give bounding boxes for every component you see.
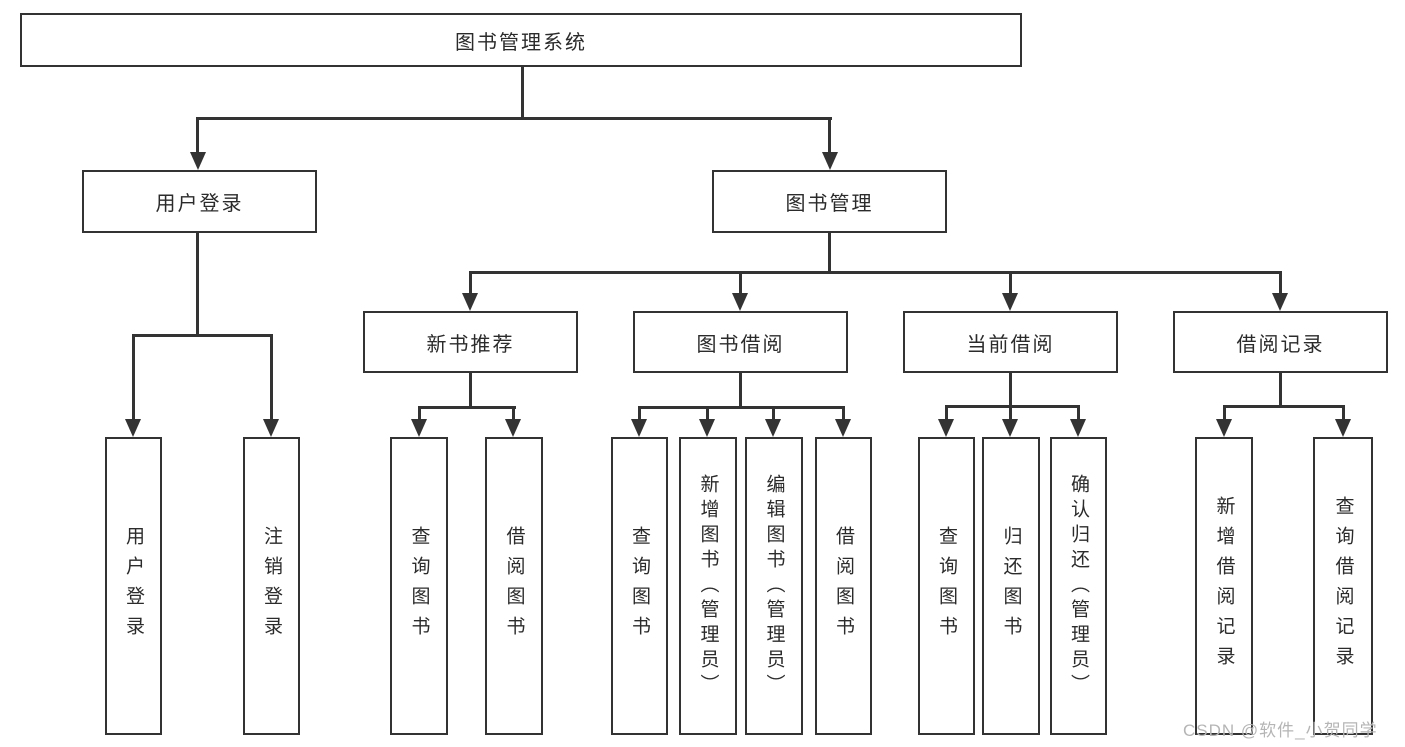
- leaf-borrow-books-borrow: 借阅图书: [815, 437, 872, 735]
- connector-book-borrow-bus: [638, 406, 845, 409]
- connector-stub-leaf: [512, 406, 515, 420]
- arrow-down-icon: [938, 419, 954, 437]
- connector-root-trunk: [521, 66, 524, 118]
- leaf-query-books-borrow: 查询图书: [611, 437, 668, 735]
- leaf-query-books-borrow-label: 查询图书: [629, 526, 650, 646]
- watermark: CSDN @软件_小贺同学: [1183, 721, 1378, 740]
- connector-current-borrow-bus: [945, 405, 1080, 408]
- node-root: 图书管理系统: [20, 13, 1022, 67]
- connector-current-borrow-trunk: [1009, 373, 1012, 407]
- connector-stub-borrow-records: [1279, 271, 1282, 295]
- arrow-down-icon: [822, 152, 838, 170]
- node-current-borrow-label: 当前借阅: [966, 333, 1055, 356]
- arrow-down-icon: [1070, 419, 1086, 437]
- connector-stub-leaf: [945, 405, 948, 420]
- node-book-borrow: 图书借阅: [633, 311, 848, 373]
- leaf-edit-book-admin: 编辑图书（管理员）: [745, 437, 803, 735]
- leaf-query-books-current-label: 查询图书: [936, 526, 957, 646]
- connector-borrow-records-bus: [1223, 405, 1345, 408]
- leaf-edit-book-admin-label: 编辑图书（管理员）: [763, 473, 785, 699]
- leaf-logout-login-label: 注销登录: [261, 526, 282, 646]
- arrow-down-icon: [1335, 419, 1351, 437]
- arrow-down-icon: [411, 419, 427, 437]
- connector-book-management-trunk: [828, 233, 831, 273]
- arrow-down-icon: [462, 293, 478, 311]
- connector-new-book-bus: [418, 406, 516, 409]
- arrow-down-icon: [732, 293, 748, 311]
- leaf-return-books-label: 归还图书: [1000, 526, 1022, 646]
- arrow-down-icon: [1002, 419, 1018, 437]
- connector-level3-bus: [469, 271, 1282, 274]
- arrow-down-icon: [1002, 293, 1018, 311]
- leaf-logout-login: 注销登录: [243, 437, 300, 735]
- leaf-add-book-admin: 新增图书（管理员）: [679, 437, 737, 735]
- node-user-login-label: 用户登录: [155, 193, 244, 215]
- connector-stub-leaf: [1223, 405, 1226, 420]
- arrow-down-icon: [505, 419, 521, 437]
- node-book-management-label: 图书管理: [785, 193, 874, 215]
- connector-stub-leaf: [1009, 405, 1012, 420]
- node-book-management: 图书管理: [712, 170, 947, 233]
- connector-stub-leaf: [270, 334, 273, 419]
- connector-level2-bus: [196, 117, 832, 120]
- connector-borrow-records-trunk: [1279, 373, 1282, 407]
- connector-stub-leaf: [772, 406, 775, 420]
- leaf-query-books-newbook: 查询图书: [390, 437, 448, 735]
- node-current-borrow: 当前借阅: [903, 311, 1118, 373]
- connector-stub-current-borrow: [1009, 271, 1012, 295]
- node-borrow-records: 借阅记录: [1173, 311, 1388, 373]
- connector-stub-leaf: [638, 406, 641, 420]
- arrow-down-icon: [765, 419, 781, 437]
- connector-user-login-trunk: [196, 233, 199, 335]
- leaf-borrow-books-newbook-label: 借阅图书: [503, 526, 525, 646]
- node-user-login: 用户登录: [82, 170, 317, 233]
- connector-stub-leaf: [418, 406, 421, 420]
- arrow-down-icon: [699, 419, 715, 437]
- arrow-down-icon: [1216, 419, 1232, 437]
- leaf-confirm-return-admin: 确认归还（管理员）: [1050, 437, 1107, 735]
- arrow-down-icon: [263, 419, 279, 437]
- connector-stub-leaf: [1342, 405, 1345, 420]
- leaf-add-book-admin-label: 新增图书（管理员）: [697, 473, 719, 699]
- connector-user-login-bus: [132, 334, 273, 337]
- connector-stub-book-borrow: [739, 271, 742, 295]
- leaf-return-books: 归还图书: [982, 437, 1040, 735]
- node-borrow-records-label: 借阅记录: [1236, 333, 1325, 356]
- leaf-user-login-label: 用户登录: [123, 526, 144, 646]
- connector-stub-leaf: [706, 406, 709, 420]
- leaf-confirm-return-admin-label: 确认归还（管理员）: [1068, 473, 1089, 699]
- connector-book-borrow-trunk: [739, 373, 742, 408]
- connector-stub-book-management: [828, 117, 831, 153]
- arrow-down-icon: [1272, 293, 1288, 311]
- connector-new-book-trunk: [469, 373, 472, 408]
- leaf-query-borrow-record-label: 查询借阅记录: [1332, 496, 1354, 676]
- connector-stub-leaf: [132, 334, 135, 419]
- leaf-add-borrow-record: 新增借阅记录: [1195, 437, 1253, 735]
- leaf-borrow-books-newbook: 借阅图书: [485, 437, 543, 735]
- leaf-user-login: 用户登录: [105, 437, 162, 735]
- node-root-label: 图书管理系统: [455, 31, 587, 54]
- arrow-down-icon: [631, 419, 647, 437]
- leaf-query-books-newbook-label: 查询图书: [408, 526, 430, 646]
- leaf-query-books-current: 查询图书: [918, 437, 975, 735]
- node-new-book-recommend: 新书推荐: [363, 311, 578, 373]
- leaf-add-borrow-record-label: 新增借阅记录: [1213, 496, 1235, 676]
- node-new-book-recommend-label: 新书推荐: [426, 333, 515, 356]
- node-book-borrow-label: 图书借阅: [696, 333, 785, 356]
- leaf-borrow-books-borrow-label: 借阅图书: [833, 526, 854, 646]
- connector-stub-user-login: [196, 117, 199, 153]
- connector-stub-leaf: [1077, 405, 1080, 420]
- arrow-down-icon: [835, 419, 851, 437]
- connector-stub-leaf: [842, 406, 845, 420]
- connector-stub-new-book: [469, 271, 472, 295]
- arrow-down-icon: [190, 152, 206, 170]
- leaf-query-borrow-record: 查询借阅记录: [1313, 437, 1373, 735]
- arrow-down-icon: [125, 419, 141, 437]
